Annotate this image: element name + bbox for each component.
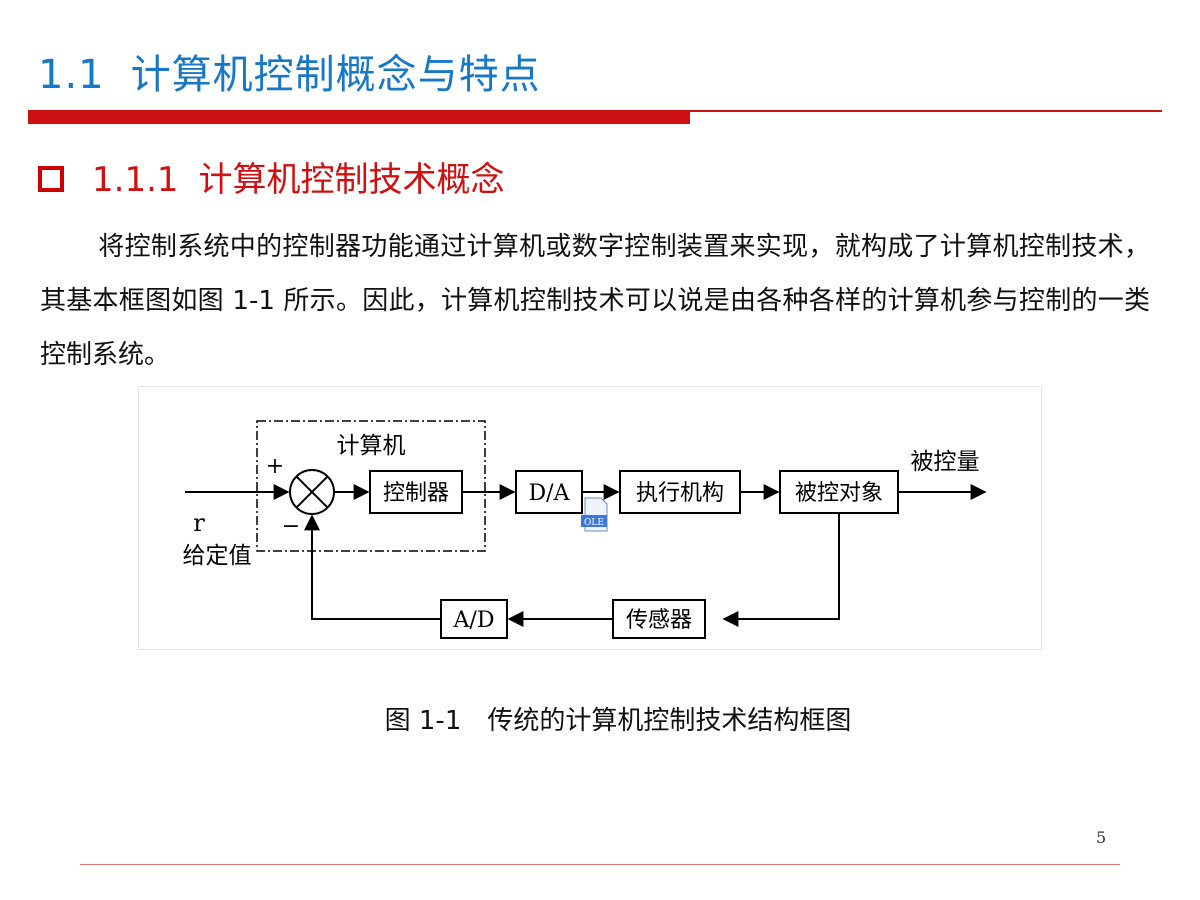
block-diagram: 计算机 r 给定值 + − 控制器 D/A OLE — [138, 386, 1042, 650]
section-heading: 1.1.1 计算机控制技术概念 — [38, 152, 505, 201]
minus-sign: − — [282, 514, 300, 539]
input-label: 给定值 — [183, 543, 252, 569]
controller-label: 控制器 — [383, 481, 449, 506]
page-number: 5 — [1096, 828, 1107, 847]
input-symbol: r — [193, 509, 205, 537]
actuator-label: 执行机构 — [636, 481, 724, 506]
paragraph-text: 将控制系统中的控制器功能通过计算机或数字控制装置来实现，就构成了计算机控制技术，… — [40, 232, 1150, 370]
output-label: 被控量 — [911, 449, 980, 475]
square-bullet-icon — [38, 165, 64, 192]
da-label: D/A — [529, 481, 571, 506]
section-title: 计算机控制技术概念 — [198, 160, 505, 200]
section-number: 1.1.1 — [92, 160, 179, 200]
slide-title-text: 计算机控制概念与特点 — [130, 52, 541, 98]
ole-badge-label: OLE — [584, 518, 604, 528]
ad-label: A/D — [453, 608, 495, 633]
controller-block — [369, 470, 463, 514]
body-paragraph: 将控制系统中的控制器功能通过计算机或数字控制装置来实现，就构成了计算机控制技术，… — [40, 220, 1150, 382]
figure-caption: 图 1-1 传统的计算机控制技术结构框图 — [384, 706, 852, 736]
slide-title-number: 1.1 — [38, 52, 105, 98]
slide-title: 1.1 计算机控制概念与特点 — [38, 42, 541, 100]
ole-object-icon: OLE — [581, 497, 608, 532]
feedback-line — [304, 514, 441, 620]
block-diagram-svg: 计算机 r 给定值 + − 控制器 D/A OLE — [183, 420, 987, 639]
plus-sign: + — [266, 454, 284, 479]
sensor-label: 传感器 — [626, 608, 692, 633]
ad-block — [440, 599, 508, 639]
computer-boundary — [256, 420, 486, 552]
plant-label: 被控对象 — [795, 481, 883, 506]
summing-junction — [289, 469, 335, 515]
title-accent-bar — [28, 110, 690, 124]
computer-label: 计算机 — [337, 433, 406, 459]
footer-divider — [80, 864, 1120, 865]
plant-to-sensor-line — [722, 513, 840, 627]
